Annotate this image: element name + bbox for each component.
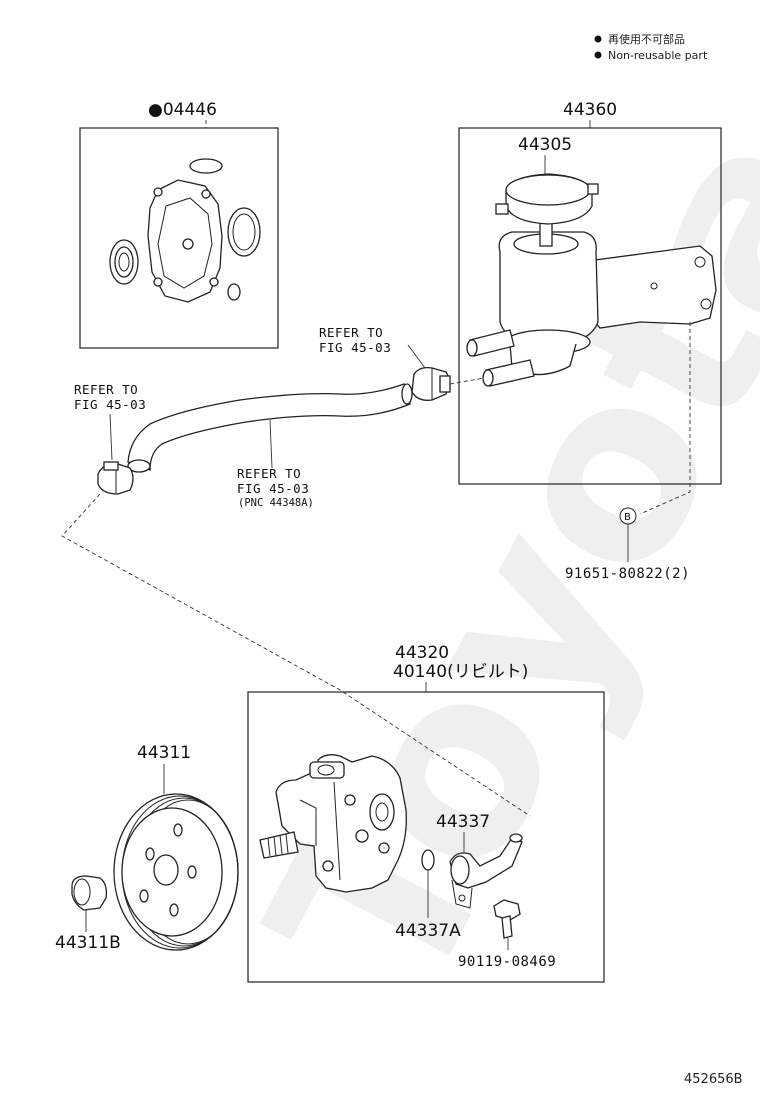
union-pipe-icon: [449, 833, 523, 909]
reservoir-box: [458, 127, 722, 485]
part-label-44305[interactable]: 44305: [518, 135, 572, 155]
part-label-40140[interactable]: 40140(リビルト): [393, 662, 528, 682]
refer-fig-upper[interactable]: FIG 45-03: [319, 340, 391, 355]
hose-clamp-upper-icon: [411, 366, 451, 401]
legend-text-en: Non-reusable part: [608, 49, 708, 62]
part-label-44311b[interactable]: 44311B: [55, 933, 121, 953]
union-bolt-icon: [493, 899, 521, 939]
illustration-id: 452656B: [684, 1072, 743, 1087]
pump-box: [247, 691, 605, 983]
part-label-44337a[interactable]: 44337A: [395, 921, 461, 941]
hose-clamp-lower-icon: [97, 461, 134, 495]
reservoir-cap-icon: [495, 173, 599, 225]
refer-text-left: REFER TO: [74, 382, 138, 397]
bracket-hole-icon: [694, 256, 706, 268]
legend-text-jp: 再使用不可部品: [608, 32, 685, 46]
watermark: Toyota: [215, 78, 760, 1038]
hose-end-icon: [127, 459, 151, 473]
oil-seal-icon: [109, 239, 139, 285]
bolt-b-group: B 91651-80822(2): [565, 507, 690, 582]
part-label-44337[interactable]: 44337: [436, 812, 490, 832]
upper-refer-group: REFER TO FIG 45-03: [319, 325, 485, 401]
legend-dot-icon: [594, 51, 602, 59]
legend-dot-icon: [594, 35, 602, 43]
part-label-04446[interactable]: ●04446: [148, 100, 217, 120]
part-label-44360[interactable]: 44360: [563, 100, 617, 120]
cover-gasket-icon: [147, 179, 223, 303]
clamp-to-pipe-line: [449, 377, 485, 385]
reservoir-group: 44360 44305: [458, 100, 722, 515]
bracket-hole-icon: [700, 298, 712, 310]
pump-shaft-icon: [259, 831, 299, 859]
clamp-to-pump-line: [61, 493, 531, 817]
refer-text-hose: REFER TO: [237, 466, 301, 481]
large-o-ring-icon: [227, 207, 261, 257]
refer-text-upper: REFER TO: [319, 325, 383, 340]
hose-end-icon: [401, 383, 413, 405]
pump-group: 44320 40140(リビルト) 44311: [55, 643, 605, 983]
small-o-ring-icon: [227, 283, 241, 301]
refer-fig-left[interactable]: FIG 45-03: [74, 397, 146, 412]
bracket-hole-icon: [650, 282, 658, 290]
pulley-icon: [113, 793, 239, 951]
watermark-text: Toyota: [215, 78, 760, 1038]
part-label-44320[interactable]: 44320: [395, 643, 449, 663]
part-label-91651[interactable]: 91651-80822(2): [565, 566, 690, 582]
part-label-44311[interactable]: 44311: [137, 743, 191, 763]
bolt-reference-line: [639, 322, 691, 515]
legend: 再使用不可部品 Non-reusable part: [594, 32, 708, 62]
o-ring-icon: [189, 158, 223, 174]
pipe-end-icon: [466, 339, 478, 357]
pulley-nut-icon: [71, 875, 108, 911]
union-o-ring-icon: [421, 849, 435, 871]
refer-fig-hose[interactable]: FIG 45-03: [237, 481, 309, 496]
pipe-end-icon: [482, 369, 494, 387]
suction-hose-icon: [127, 383, 411, 471]
leader-line: [269, 419, 273, 469]
gasket-kit-box: [79, 127, 279, 349]
bolt-callout-letter: B: [624, 512, 631, 523]
gasket-kit-group: ●04446: [79, 100, 279, 349]
left-refer-group: REFER TO FIG 45-03: [61, 382, 531, 817]
hose-group: REFER TO FIG 45-03 (PNC 44348A): [127, 383, 413, 509]
leader-line: [109, 413, 113, 461]
part-label-90119[interactable]: 90119-08469: [458, 954, 556, 970]
pump-body-icon: [275, 754, 407, 893]
refer-pnc-hose: (PNC 44348A): [238, 497, 314, 509]
